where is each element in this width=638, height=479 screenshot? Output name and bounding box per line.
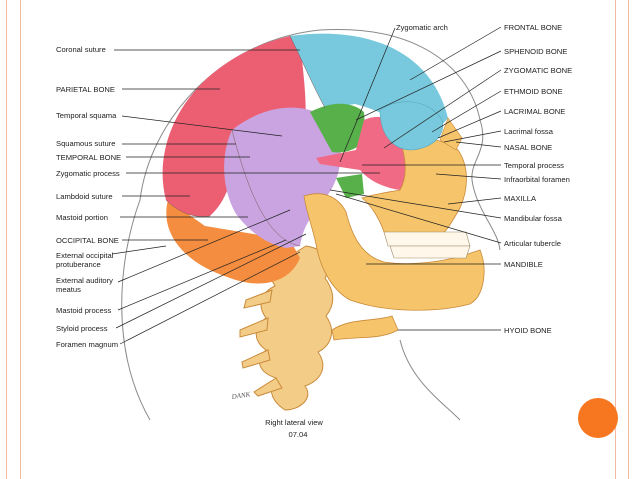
label-mastoid-portion: Mastoid portion xyxy=(56,213,108,222)
leader-line xyxy=(117,209,291,283)
hyoid-bone xyxy=(331,315,399,341)
leader-line xyxy=(111,245,167,255)
leader-line xyxy=(447,197,502,205)
leader-line xyxy=(435,173,502,180)
label-zygomatic-process: Zygomatic process xyxy=(56,169,120,178)
suture-lines xyxy=(165,35,326,247)
leader-line xyxy=(115,233,307,329)
slide-frame-rule xyxy=(20,0,21,479)
sphenoid-bone-lower xyxy=(336,174,364,198)
label-external-occipital-protuberance: External occipital protuberance xyxy=(56,251,116,269)
leader-line xyxy=(431,90,502,133)
leader-line xyxy=(117,239,287,311)
slide-frame-rule xyxy=(628,0,629,479)
label-styloid-process: Styloid process xyxy=(56,324,108,333)
leader-line xyxy=(339,27,396,163)
label-lambdoid-suture: Lambdoid suture xyxy=(56,192,113,201)
label-infraorbital-foramen: Infraorbital foramen xyxy=(504,175,570,184)
label-temporal-process: Temporal process xyxy=(504,161,564,170)
label-external-auditory-meatus: External auditory meatus xyxy=(56,276,115,294)
label-zygomatic-arch: Zygomatic arch xyxy=(396,23,448,32)
label-hyoid-bone: HYOID BONE xyxy=(504,326,552,335)
sphenoid-bone xyxy=(310,103,366,153)
label-occipital-bone: OCCIPITAL BONE xyxy=(56,236,119,245)
leader-line xyxy=(443,130,502,143)
label-lacrimal-bone: LACRIMAL BONE xyxy=(504,107,565,116)
parietal-bone xyxy=(162,36,306,217)
lower-teeth xyxy=(389,245,471,259)
artist-signature: DANK xyxy=(230,390,251,401)
slide-frame-rule xyxy=(6,0,7,479)
head-outline xyxy=(121,28,481,421)
slide-frame-rule xyxy=(615,0,616,479)
label-squamous-suture: Squamous suture xyxy=(56,139,116,148)
mandible xyxy=(303,193,485,311)
leader-line xyxy=(409,26,502,81)
label-lacrimal-fossa: Lacrimal fossa xyxy=(504,127,554,136)
leader-line xyxy=(455,141,502,148)
label-sphenoid-bone: SPHENOID BONE xyxy=(504,47,567,56)
label-mandibular-fossa: Mandibular fossa xyxy=(504,214,563,223)
label-ethmoid-bone: ETHMOID BONE xyxy=(504,87,563,96)
face-outline xyxy=(471,119,501,251)
leader-line xyxy=(437,110,502,139)
leader-line xyxy=(335,193,502,244)
label-mastoid-process: Mastoid process xyxy=(56,306,111,315)
next-slide-button[interactable] xyxy=(578,398,618,438)
label-line-2: meatus xyxy=(56,285,81,294)
leader-line xyxy=(121,115,283,137)
label-parietal-bone: PARIETAL BONE xyxy=(56,85,115,94)
label-temporal-squama: Temporal squama xyxy=(56,111,117,120)
label-foramen-magnum: Foramen magnum xyxy=(56,340,118,349)
neck-outline xyxy=(399,339,461,421)
leader-line xyxy=(355,50,502,121)
label-line-1: External occipital xyxy=(56,251,114,260)
occipital-bone xyxy=(166,200,300,284)
label-mandible: MANDIBLE xyxy=(504,260,543,269)
label-articular-tubercle: Articular tubercle xyxy=(504,239,561,248)
caption-view: Right lateral view xyxy=(265,418,323,427)
leader-line xyxy=(329,189,502,219)
label-maxilla: MAXILLA xyxy=(504,194,537,203)
leader-line xyxy=(119,251,301,345)
label-line-1: External auditory xyxy=(56,276,113,285)
cervical-spine xyxy=(239,245,334,411)
label-line-2: protuberance xyxy=(56,260,101,269)
orbit xyxy=(379,101,443,151)
caption-figure-number: 07.04 xyxy=(288,430,307,439)
label-nasal-bone: NASAL BONE xyxy=(504,143,552,152)
upper-teeth xyxy=(383,231,471,247)
label-frontal-bone: FRONTAL BONE xyxy=(504,23,562,32)
leader-line xyxy=(383,69,502,149)
label-zygomatic-bone: ZYGOMATIC BONE xyxy=(504,66,572,75)
zygomatic-bone xyxy=(316,116,409,190)
label-coronal-suture: Coronal suture xyxy=(56,45,106,54)
label-temporal-bone: TEMPORAL BONE xyxy=(56,153,121,162)
